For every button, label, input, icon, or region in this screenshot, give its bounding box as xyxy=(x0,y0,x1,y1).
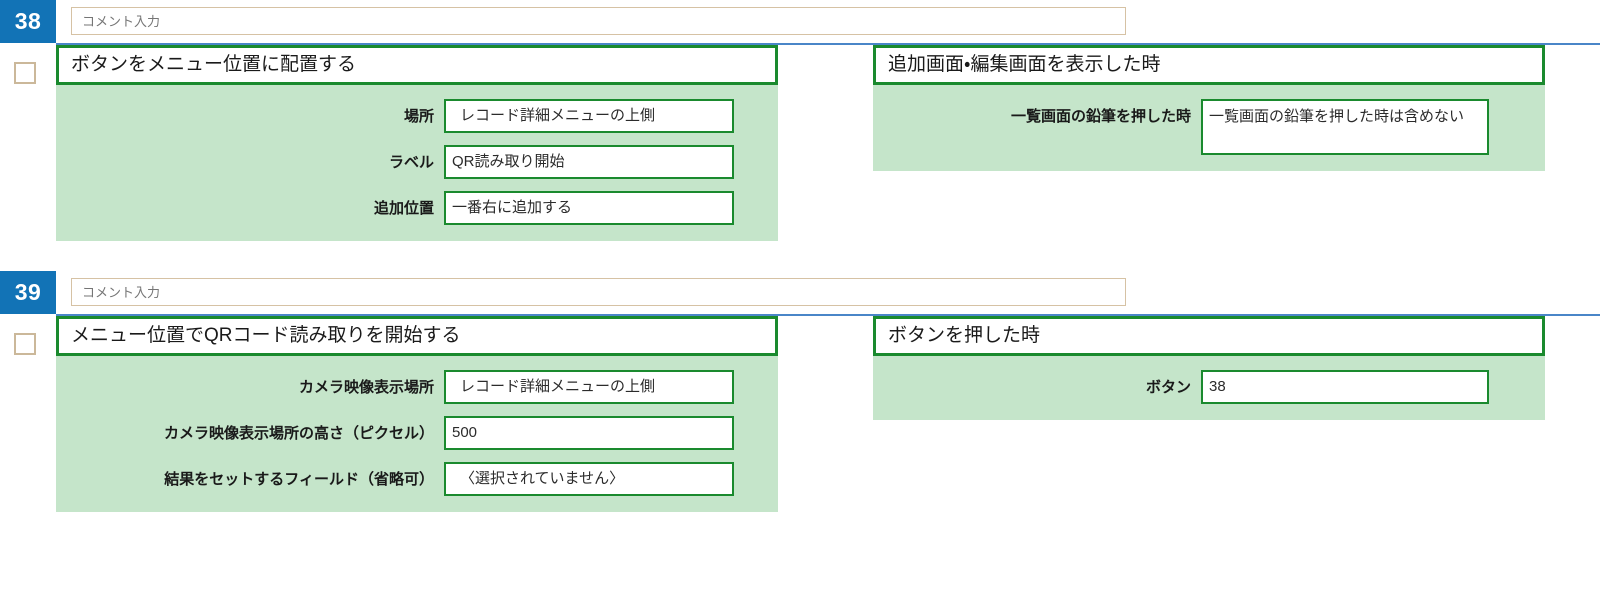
sequence-badge: 39 xyxy=(0,271,56,314)
param-value-field[interactable]: レコード詳細メニューの上側 xyxy=(444,370,734,404)
sequence-badge: 38 xyxy=(0,0,56,43)
param-label: 場所 xyxy=(403,108,434,125)
cards-container: ボタンをメニュー位置に配置する場所レコード詳細メニューの上側ラベル QR読み取り開… xyxy=(0,45,1600,241)
comment-input[interactable] xyxy=(71,278,1126,306)
condition-card: 追加画面・編集画面を表示した時一覧画面の鉛筆を押した時一覧画面の鉛筆を押した時は… xyxy=(873,45,1545,171)
action-card-title[interactable]: ボタンをメニュー位置に配置する xyxy=(56,45,778,85)
param-label: 結果をセットするフィールド（省略可） xyxy=(164,471,434,488)
condition-card-body: 一覧画面の鉛筆を押した時一覧画面の鉛筆を押した時は含めない xyxy=(873,85,1545,171)
condition-card: ボタンを押した時ボタン 38 xyxy=(873,316,1545,420)
param-value-field[interactable]: 一覧画面の鉛筆を押した時は含めない xyxy=(1201,99,1489,155)
comment-bar: 39 xyxy=(0,271,1600,316)
action-card-title[interactable]: メニュー位置でQRコード読み取りを開始する xyxy=(56,316,778,356)
param-label: カメラ映像表示場所 xyxy=(298,379,434,396)
comment-bar: 38 xyxy=(0,0,1600,45)
row-divider xyxy=(56,43,1600,45)
comment-input[interactable] xyxy=(71,7,1126,35)
param-value-field[interactable]: 〈選択されていません〉 xyxy=(444,462,734,496)
customize-row: 38ボタンをメニュー位置に配置する場所レコード詳細メニューの上側ラベル QR読み取… xyxy=(0,0,1600,241)
param-value-field[interactable]: レコード詳細メニューの上側 xyxy=(444,99,734,133)
param-value-field[interactable]: 500 xyxy=(444,416,734,450)
param-label: ラベル xyxy=(388,154,434,171)
condition-card-body: ボタン 38 xyxy=(873,356,1545,420)
param-row: カメラ映像表示場所レコード詳細メニューの上側 xyxy=(72,370,762,404)
param-label: 一覧画面の鉛筆を押した時 xyxy=(1010,108,1191,125)
customize-row: 39メニュー位置でQRコード読み取りを開始するカメラ映像表示場所レコード詳細メニ… xyxy=(0,271,1600,512)
condition-card-title[interactable]: ボタンを押した時 xyxy=(873,316,1545,356)
param-label: 追加位置 xyxy=(373,200,434,217)
param-row: 一覧画面の鉛筆を押した時一覧画面の鉛筆を押した時は含めない xyxy=(889,99,1529,155)
row-body: ボタンをメニュー位置に配置する場所レコード詳細メニューの上側ラベル QR読み取り開… xyxy=(0,45,1600,241)
param-value-field[interactable]: 38 xyxy=(1201,370,1489,404)
action-card-body: 場所レコード詳細メニューの上側ラベル QR読み取り開始追加位置一番右に追加する xyxy=(56,85,778,241)
action-card-body: カメラ映像表示場所レコード詳細メニューの上側カメラ映像表示場所の高さ（ピクセル）… xyxy=(56,356,778,512)
customize-rows-page: 38ボタンをメニュー位置に配置する場所レコード詳細メニューの上側ラベルQR読み取… xyxy=(0,0,1600,512)
condition-card-title[interactable]: 追加画面・編集画面を表示した時 xyxy=(873,45,1545,85)
action-card: ボタンをメニュー位置に配置する場所レコード詳細メニューの上側ラベル QR読み取り開… xyxy=(56,45,778,241)
row-gap xyxy=(0,241,1600,271)
cards-container: メニュー位置でQRコード読み取りを開始するカメラ映像表示場所レコード詳細メニュー… xyxy=(0,316,1600,512)
param-label: ボタン xyxy=(1145,379,1191,396)
param-row: ボタン 38 xyxy=(889,370,1529,404)
action-card: メニュー位置でQRコード読み取りを開始するカメラ映像表示場所レコード詳細メニュー… xyxy=(56,316,778,512)
row-body: メニュー位置でQRコード読み取りを開始するカメラ映像表示場所レコード詳細メニュー… xyxy=(0,316,1600,512)
param-value-field[interactable]: QR読み取り開始 xyxy=(444,145,734,179)
param-row: ラベル QR読み取り開始 xyxy=(72,145,762,179)
param-row: 追加位置一番右に追加する xyxy=(72,191,762,225)
param-value-field[interactable]: 一番右に追加する xyxy=(444,191,734,225)
param-row: カメラ映像表示場所の高さ（ピクセル） 500 xyxy=(72,416,762,450)
row-divider xyxy=(56,314,1600,316)
param-row: 結果をセットするフィールド（省略可） 〈選択されていません〉 xyxy=(72,462,762,496)
param-row: 場所レコード詳細メニューの上側 xyxy=(72,99,762,133)
row-select-checkbox[interactable] xyxy=(14,333,36,355)
param-label: カメラ映像表示場所の高さ（ピクセル） xyxy=(163,425,434,442)
row-select-checkbox[interactable] xyxy=(14,62,36,84)
